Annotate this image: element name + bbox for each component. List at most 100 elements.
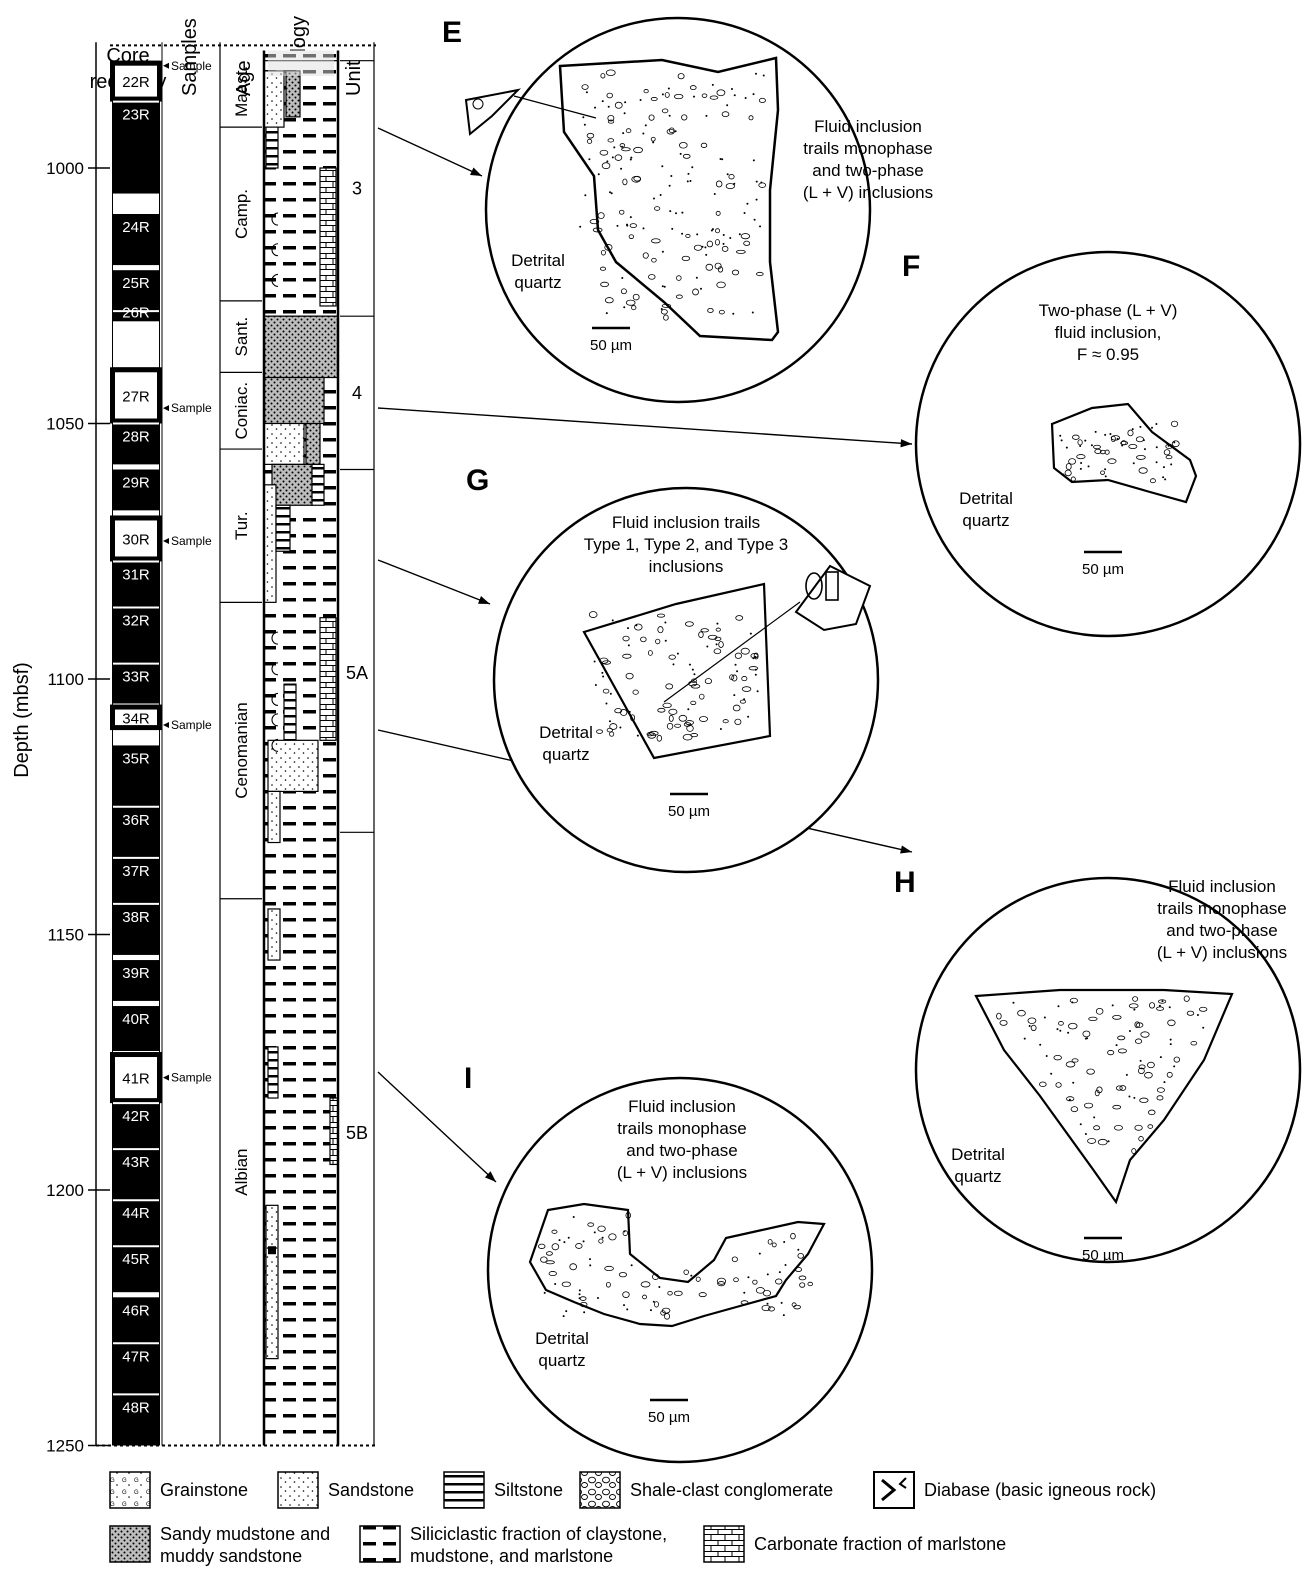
lithology-bed: [272, 464, 312, 505]
inclusion-dot: [595, 684, 597, 686]
inclusion-dot: [1163, 1081, 1165, 1083]
inclusion-dot: [693, 96, 695, 98]
inclusion-dot: [1168, 445, 1170, 447]
unit-label: 4: [352, 383, 362, 403]
inclusion-dot: [783, 1314, 785, 1316]
inclusion-dot: [747, 716, 749, 718]
inclusion-dot: [653, 197, 655, 199]
inclusion-dot: [732, 313, 734, 315]
inclusion-dot: [1160, 1056, 1162, 1058]
inclusion-dot: [640, 99, 642, 101]
inclusion-dot: [554, 1283, 556, 1285]
inclusion-dot: [729, 237, 731, 239]
inclusion-dot: [1091, 444, 1093, 446]
lithology-bed: [268, 909, 280, 960]
inclusion-dot: [696, 233, 698, 235]
sample-label: Sample: [171, 401, 212, 415]
age-label: Sant.: [232, 317, 251, 357]
core-label-35R: 35R: [122, 750, 150, 767]
panel-i-caption: Fluid inclusion: [628, 1097, 736, 1116]
lithology-bed: [264, 71, 284, 127]
inclusion-dot: [626, 225, 628, 227]
inclusion-dot: [1126, 1074, 1128, 1076]
inclusion-dot: [637, 735, 639, 737]
panel-g: GFluid inclusion trailsType 1, Type 2, a…: [466, 464, 878, 872]
inclusion-dot: [693, 673, 695, 675]
inclusion-dot: [1161, 1000, 1163, 1002]
inclusion-dot: [756, 199, 758, 201]
inclusion-dot: [1072, 1082, 1074, 1084]
core-label-32R: 32R: [122, 612, 150, 629]
header-samples: Samples: [179, 18, 201, 96]
inclusion-dot: [1140, 1060, 1142, 1062]
inclusion-dot: [681, 233, 683, 235]
core-label-25R: 25R: [122, 275, 150, 292]
inclusion-dot: [726, 104, 728, 106]
inclusion-dot: [755, 73, 757, 75]
inclusion-dot: [700, 288, 702, 290]
inclusion-dot: [602, 100, 604, 102]
inclusion-dot: [1197, 1014, 1199, 1016]
no-recovery-gap: [113, 194, 159, 214]
inclusion-dot: [565, 1310, 567, 1312]
core-label-24R: 24R: [122, 219, 150, 236]
inclusion-dot: [731, 88, 733, 90]
scale-bar-label: 50 µm: [590, 337, 632, 354]
panel-e-caption: trails monophase: [803, 139, 932, 158]
no-recovery-gap: [113, 265, 159, 270]
age-label: Tur.: [232, 511, 251, 540]
inclusion-dot: [783, 1241, 785, 1243]
sample-marker: [163, 538, 169, 544]
inclusion-dot: [626, 1308, 628, 1310]
lithology-bed: [306, 424, 320, 465]
inclusion-dot: [767, 1303, 769, 1305]
inclusion-dot: [645, 124, 647, 126]
inclusion-dot: [733, 694, 735, 696]
core-label-33R: 33R: [122, 669, 150, 686]
inclusion-dot: [650, 1309, 652, 1311]
panel-i-caption: trails monophase: [617, 1119, 746, 1138]
depth-tick-label: 1150: [47, 926, 84, 945]
inclusion-dot: [677, 653, 679, 655]
inclusion-dot: [628, 644, 630, 646]
inclusion-dot: [613, 146, 615, 148]
inclusion-dot: [621, 146, 623, 148]
inclusion-dot: [720, 158, 722, 160]
inclusion-dot: [1156, 461, 1158, 463]
inclusion-dot: [1057, 1005, 1059, 1007]
panel-letter: F: [902, 250, 920, 283]
inclusion-dot: [1044, 1016, 1046, 1018]
unit-label: 3: [352, 178, 362, 198]
inclusion-dot: [669, 115, 671, 117]
inclusion-dot: [1162, 476, 1164, 478]
inclusion-dot: [675, 212, 677, 214]
inclusion-dot: [610, 693, 612, 695]
inclusion-dot: [588, 158, 590, 160]
inclusion-dot: [579, 1289, 581, 1291]
inclusion-dot: [1095, 431, 1097, 433]
inclusion-dot: [1080, 462, 1082, 464]
scale-bar-label: 50 µm: [1082, 561, 1124, 578]
arrow-to-panel-f: [378, 408, 912, 444]
legend-label: Siliciclastic fraction of claystone,: [410, 1524, 667, 1544]
age-label: Camp.: [232, 189, 251, 239]
inclusion-dot: [1059, 1030, 1061, 1032]
legend-label: Carbonate fraction of marlstone: [754, 1534, 1006, 1554]
panel-e-caption: (L + V) inclusions: [803, 183, 933, 202]
core-label-36R: 36R: [122, 812, 150, 829]
age-label: Maast.: [232, 66, 251, 117]
inclusion-dot: [716, 623, 718, 625]
core-label-31R: 31R: [122, 566, 150, 583]
inclusion-dot: [1170, 463, 1172, 465]
depth-tick-label: 1050: [46, 415, 84, 434]
inclusion-dot: [601, 672, 603, 674]
panel-f-grain-label: quartz: [962, 511, 1009, 530]
core-label-29R: 29R: [122, 474, 150, 491]
inclusion-dot: [612, 156, 614, 158]
panel-h: HFluid inclusiontrails monophaseand two-…: [894, 866, 1300, 1264]
legend-label: Shale-clast conglomerate: [630, 1480, 833, 1500]
core-label-48R: 48R: [122, 1399, 150, 1416]
panel-h-grain-label: quartz: [954, 1167, 1001, 1186]
panel-f-caption: fluid inclusion,: [1055, 323, 1162, 342]
sample-marker: [163, 1075, 169, 1081]
